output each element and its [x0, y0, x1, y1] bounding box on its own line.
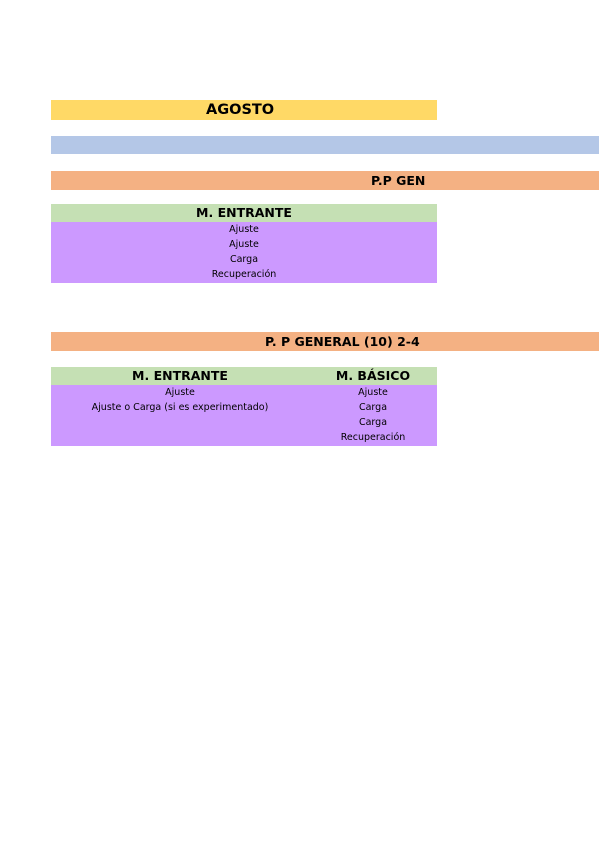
section1-title-band: P.P GEN	[51, 171, 599, 190]
section1-column-header: M. ENTRANTE	[51, 204, 437, 222]
section2-header-basico: M. BÁSICO	[309, 367, 437, 385]
section2-list: Ajuste Ajuste o Carga (si es experimenta…	[51, 385, 437, 446]
section1-list: Ajuste Ajuste Carga Recuperación	[51, 222, 437, 283]
list-item: Ajuste	[229, 224, 259, 235]
list-item: Ajuste	[229, 239, 259, 250]
list-item: Ajuste o Carga (si es experimentado)	[91, 402, 269, 413]
section2-header-entrante: M. ENTRANTE	[51, 367, 309, 385]
list-item: Recuperación	[211, 269, 277, 280]
section2-title: P. P GENERAL (10) 2-4	[265, 334, 420, 349]
list-item: Carga	[229, 254, 259, 265]
list-item: Ajuste	[358, 387, 388, 398]
month-title-band: AGOSTO	[51, 100, 437, 120]
section2-items-entrante: Ajuste Ajuste o Carga (si es experimenta…	[51, 385, 309, 415]
list-item: Carga	[358, 402, 388, 413]
list-item: Recuperación	[340, 432, 406, 443]
section1-title: P.P GEN	[371, 173, 426, 188]
section1-title-clip: P.P GEN	[51, 171, 437, 190]
month-title: AGOSTO	[206, 102, 275, 118]
section2-title-clip: P. P GENERAL (10) 2-4	[51, 332, 437, 351]
section2-title-band: P. P GENERAL (10) 2-4	[51, 332, 599, 351]
list-item: Carga	[358, 417, 388, 428]
list-item: Ajuste	[165, 387, 195, 398]
blue-divider-band	[51, 136, 599, 154]
section2-items-basico: Ajuste Carga Carga Recuperación	[309, 385, 437, 445]
section1-items: Ajuste Ajuste Carga Recuperación	[51, 222, 437, 282]
